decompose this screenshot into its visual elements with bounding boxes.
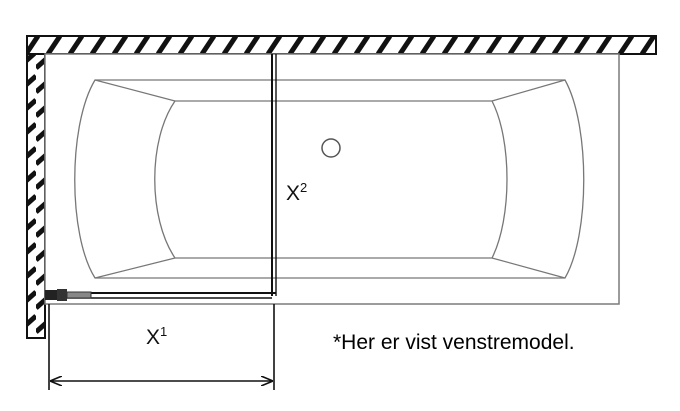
hinge-bracket <box>45 290 57 300</box>
dimension-x1-index: 1 <box>160 324 167 339</box>
bathtub <box>44 53 620 305</box>
svg-text:X1: X1 <box>146 324 167 349</box>
dimension-x2-index: 2 <box>300 180 307 195</box>
dimension-x1: X1 <box>48 304 275 390</box>
dimension-x2: X2 <box>286 180 307 205</box>
bathtub-basin-inner <box>154 100 508 259</box>
dimension-x2-letter: X <box>286 182 300 205</box>
bath-screen <box>45 54 277 301</box>
dimension-x1-letter: X <box>146 326 160 349</box>
bathtub-rim <box>44 53 620 305</box>
wall-top <box>26 35 657 55</box>
model-note: *Her er vist venstremodel. <box>333 331 575 354</box>
svg-text:X2: X2 <box>286 180 307 205</box>
drain-icon <box>321 138 341 158</box>
wall-left <box>26 53 46 339</box>
